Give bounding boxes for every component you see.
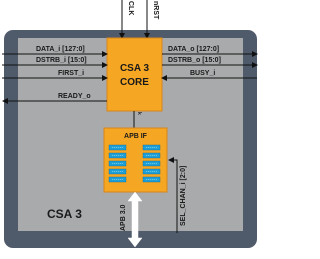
register-cell bbox=[108, 152, 127, 159]
link-mark: k bbox=[136, 112, 142, 115]
register-cell bbox=[108, 176, 127, 183]
ready-o-label: READY_o bbox=[58, 93, 91, 100]
register-cell bbox=[142, 168, 161, 175]
register-cell bbox=[142, 152, 161, 159]
apb-if-label: APB IF bbox=[124, 133, 148, 140]
sel-chan-wire bbox=[168, 157, 178, 233]
first-i-label: FIRST_i bbox=[58, 70, 84, 77]
dstrb-o-label: DSTRB_o [15:0] bbox=[168, 57, 221, 64]
apb-bus-label: APB 3.0 bbox=[120, 204, 127, 231]
data-i-label: DATA_i [127:0] bbox=[36, 46, 85, 53]
register-cell bbox=[108, 160, 127, 167]
register-cell bbox=[142, 176, 161, 183]
core-subtitle: CORE bbox=[120, 77, 149, 88]
apb-bus-arrow bbox=[127, 191, 143, 248]
register-cell bbox=[108, 168, 127, 175]
sel-chan-label: SEL_CHAN_i [2:0] bbox=[180, 166, 187, 226]
register-cell bbox=[108, 144, 127, 151]
clk-label: CLK bbox=[127, 1, 134, 15]
nrst-label: nRST bbox=[152, 1, 159, 20]
core-block bbox=[106, 37, 163, 112]
core-title: CSA 3 bbox=[120, 63, 150, 74]
busy-i-label: BUSY_i bbox=[190, 70, 215, 77]
register-cell bbox=[142, 144, 161, 151]
data-o-label: DATA_o [127:0] bbox=[168, 46, 219, 53]
register-bank bbox=[108, 144, 161, 183]
csa3-block-diagram: CLK nRST CSA 3 CORE DATA_i [127:0] DSTRB… bbox=[2, 0, 258, 248]
block-name: CSA 3 bbox=[47, 207, 82, 221]
dstrb-i-label: DSTRB_i [15:0] bbox=[36, 57, 87, 64]
register-cell bbox=[142, 160, 161, 167]
